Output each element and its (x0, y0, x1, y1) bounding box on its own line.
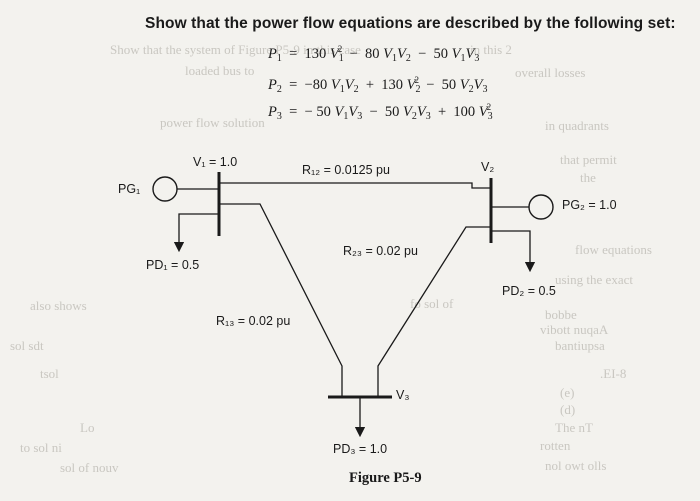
line-1-2 (219, 182, 491, 189)
generator-1-label: PG₁ (118, 182, 141, 196)
line-1-3 (219, 203, 343, 397)
load-2 (491, 230, 536, 273)
generator-1 (152, 176, 178, 202)
line-1-2-resistance-label: R₁₂ = 0.0125 pu (302, 163, 390, 177)
load-3-label: PD₃ = 1.0 (333, 442, 388, 456)
bus-3-voltage-label: V₃ (396, 388, 410, 402)
bus-2-voltage-label: V₂ (481, 160, 495, 174)
load-1 (173, 213, 219, 253)
bus-1-voltage-label: V₁ = 1.0 (193, 155, 238, 169)
equation-p3: P3 = − 50 V1V3 − 50 V2V3 + 100 V32 (268, 102, 493, 122)
equation-p1: P1 = 130 V12 − 80 V1V2 − 50 V1V3 (268, 44, 480, 64)
generator-2-label: PG₂ = 1.0 (562, 198, 617, 212)
figure-caption: Figure P5-9 (349, 470, 422, 486)
equation-p2: P2 = −80 V1V2 + 130 V22 − 50 V2V3 (268, 75, 488, 95)
generator-2 (528, 194, 554, 220)
line-2-3-resistance-label: R₂₃ = 0.02 pu (343, 244, 418, 258)
line-2-3 (377, 226, 491, 397)
load-2-label: PD₂ = 0.5 (502, 284, 556, 298)
line-1-3-resistance-label: R₁₃ = 0.02 pu (216, 314, 291, 328)
problem-statement: Show that the power flow equations are d… (145, 15, 676, 32)
load-1-label: PD₁ = 0.5 (146, 258, 200, 272)
